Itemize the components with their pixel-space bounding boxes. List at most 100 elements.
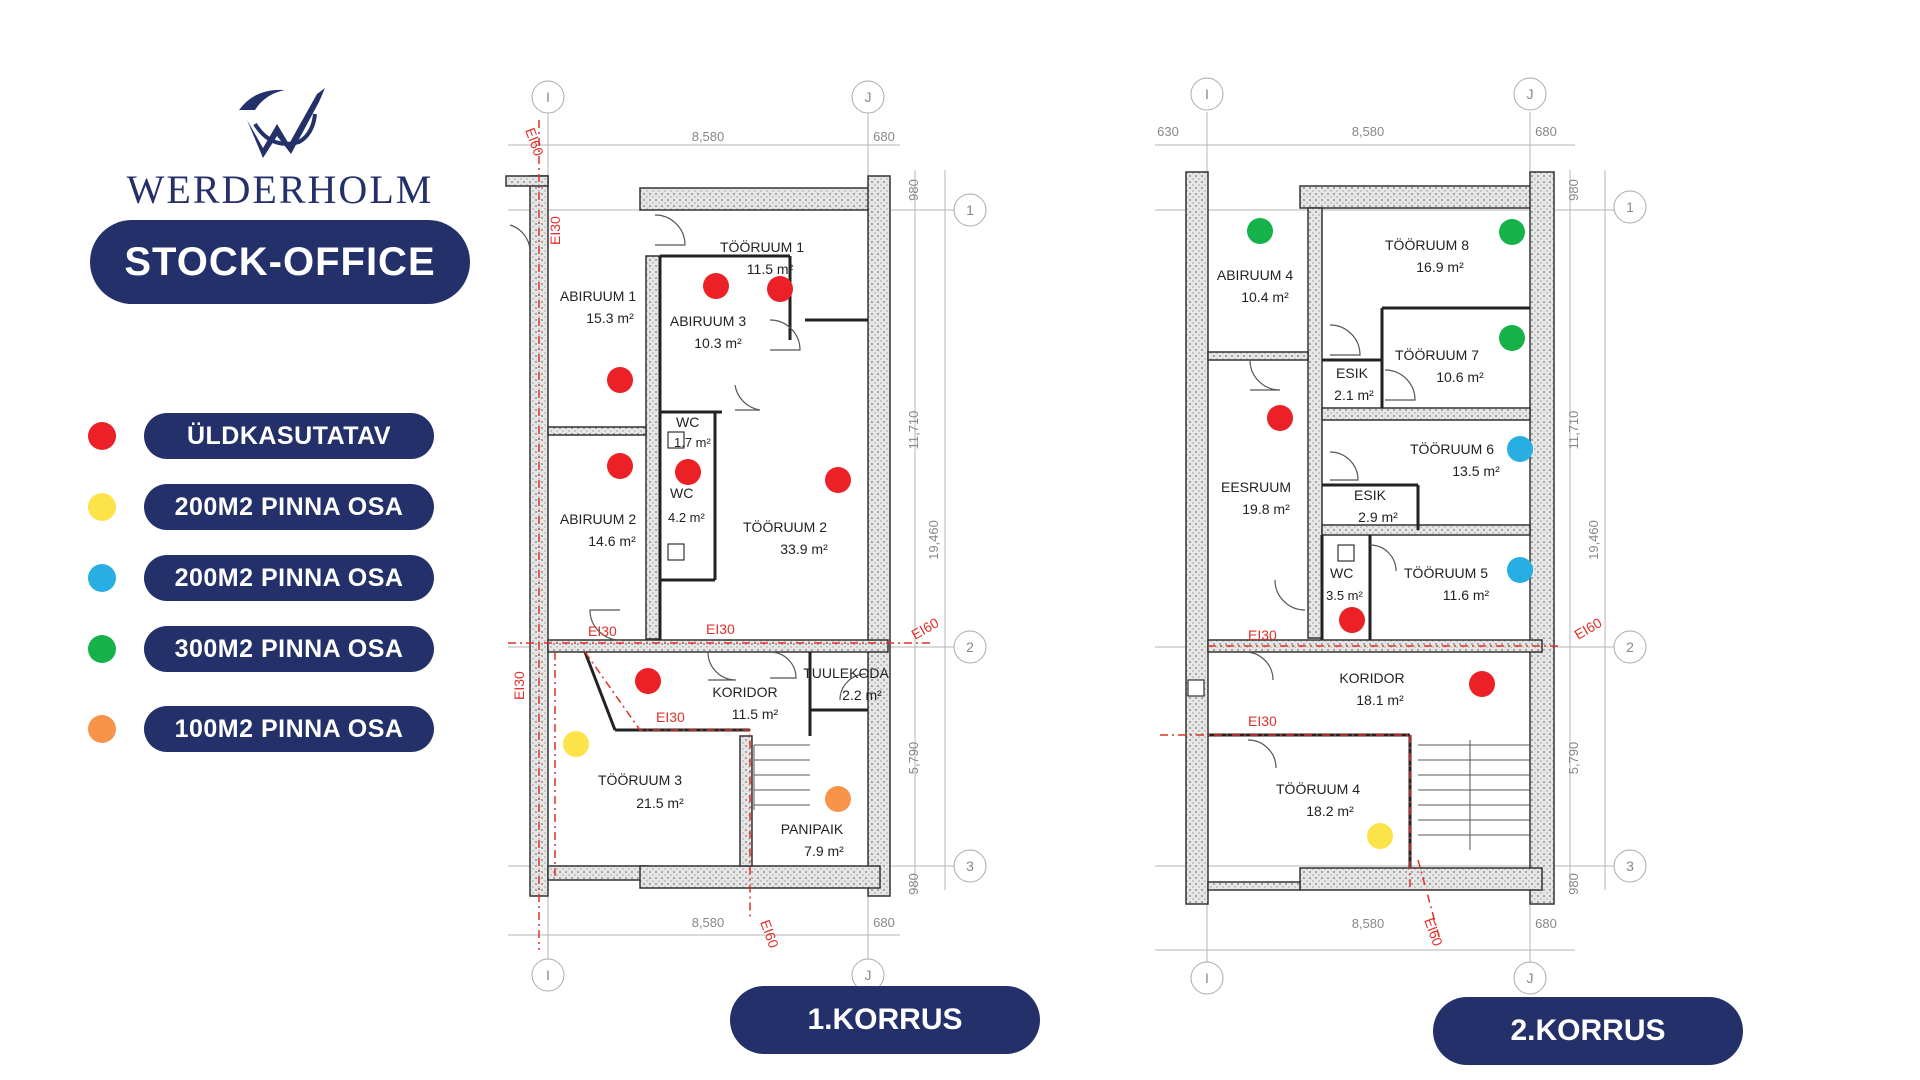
dimension: 630 — [1157, 124, 1179, 139]
room-area: 11.5 m² — [732, 706, 779, 722]
fire-label: EI30 — [706, 621, 735, 637]
dimension: 8,580 — [692, 129, 725, 144]
room: WC 4.2 m² — [668, 485, 706, 525]
zone-marker-red — [767, 276, 793, 302]
fire-label: EI30 — [588, 623, 617, 639]
room-name: ESIK — [1354, 487, 1387, 503]
zone-marker-red — [675, 459, 701, 485]
dimension: 680 — [873, 915, 895, 930]
dimension-labels: 8,580 680 8,580 680 980 11,710 19,460 5,… — [692, 129, 941, 930]
dimension: 680 — [873, 129, 895, 144]
wc-fixtures — [667, 431, 685, 561]
room-area: 2.9 m² — [1358, 509, 1398, 525]
room-area: 10.3 m² — [694, 335, 742, 351]
room-name: WC — [670, 485, 693, 501]
fire-label: EI60 — [757, 918, 782, 951]
page-title: STOCK-OFFICE — [90, 220, 470, 304]
fire-label: EI30 — [511, 671, 527, 700]
room: TUULEKODA 2.2 m² — [803, 665, 889, 703]
room: ABIRUUM 4 10.4 m² — [1217, 267, 1293, 305]
room-name: TÖÖRUUM 4 — [1276, 780, 1360, 797]
fire-lines — [1160, 645, 1560, 941]
room: ESIK 2.9 m² — [1354, 487, 1398, 525]
room: TÖÖRUUM 3 21.5 m² — [598, 771, 684, 811]
axis-markers: I J I J 1 2 3 — [1190, 77, 1647, 995]
room: PANIPAIK 7.9 m² — [781, 821, 844, 859]
legend-label: 100M2 PINNA OSA — [144, 706, 434, 752]
room-name: TÖÖRUUM 6 — [1410, 440, 1494, 457]
legend-label: 200M2 PINNA OSA — [144, 555, 434, 601]
dimension: 8,580 — [692, 915, 725, 930]
room-name: WC — [676, 414, 699, 430]
axis-label: 2 — [1626, 639, 1634, 655]
floor-2-plan: I J I J 1 2 3 630 8,580 680 8,580 680 98… — [1155, 77, 1647, 995]
room: ABIRUUM 1 15.3 m² — [560, 288, 636, 326]
fire-label: EI30 — [547, 216, 563, 245]
zone-marker-red — [1469, 671, 1495, 697]
room-area: 13.5 m² — [1452, 463, 1500, 479]
fire-label: EI60 — [1572, 614, 1605, 642]
room-name: KORIDOR — [712, 684, 777, 700]
room: TÖÖRUUM 6 13.5 m² — [1410, 440, 1500, 479]
axis-label: I — [546, 967, 550, 983]
zone-marker-red — [1267, 405, 1293, 431]
room-name: ABIRUUM 1 — [560, 288, 636, 304]
fire-label: EI30 — [1248, 713, 1277, 729]
zone-marker-green — [1247, 218, 1273, 244]
zone-marker-red — [607, 367, 633, 393]
floor-1-label: 1.KORRUS — [730, 986, 1040, 1054]
room-name: ABIRUUM 4 — [1217, 267, 1293, 283]
room-name: TÖÖRUUM 2 — [743, 518, 827, 535]
dimension: 5,790 — [1566, 742, 1581, 775]
zone-marker-red — [825, 467, 851, 493]
fire-labels: EI60 EI30 EI30 EI30 EI60 EI30 EI30 EI60 — [511, 126, 942, 951]
dimension: 19,460 — [926, 520, 941, 560]
walls — [505, 175, 891, 897]
legend-dot-blue — [88, 564, 116, 592]
legend-label: 300M2 PINNA OSA — [144, 626, 434, 672]
dimension: 19,460 — [1586, 520, 1601, 560]
room-name: TÖÖRUUM 7 — [1395, 346, 1479, 363]
zone-marker-red — [703, 273, 729, 299]
zone-marker-green — [1499, 219, 1525, 245]
axis-label: 3 — [1626, 858, 1634, 874]
legend-dot-green — [88, 635, 116, 663]
legend-item: 200M2 PINNA OSA — [88, 555, 438, 601]
room-area: 10.6 m² — [1436, 369, 1484, 385]
room-name: PANIPAIK — [781, 821, 844, 837]
room: WC 1.7 m² — [674, 414, 712, 450]
room-area: 2.2 m² — [842, 687, 882, 703]
room-name: TUULEKODA — [803, 665, 889, 681]
floor-2-label: 2.KORRUS — [1433, 997, 1743, 1065]
dimension-labels: 630 8,580 680 8,580 680 980 11,710 19,46… — [1157, 124, 1601, 931]
axis-label: 1 — [1626, 199, 1634, 215]
room-name: TÖÖRUUM 1 — [720, 238, 804, 255]
room-labels: TÖÖRUUM 1 11.5 m² ABIRUUM 1 15.3 m² ABIR… — [560, 238, 890, 859]
axis-label: J — [1527, 970, 1534, 986]
room: ESIK 2.1 m² — [1334, 365, 1374, 403]
legend-label: 200M2 PINNA OSA — [144, 484, 434, 530]
brand-block: WERDERHOLM — [100, 80, 460, 213]
zone-marker-green — [1499, 325, 1525, 351]
zone-marker-blue — [1507, 436, 1533, 462]
legend-dot-yellow — [88, 493, 116, 521]
room: EESRUUM 19.8 m² — [1221, 479, 1291, 517]
room-name: ABIRUUM 3 — [670, 313, 746, 329]
axis-label: I — [1205, 970, 1209, 986]
dimension: 8,580 — [1352, 916, 1385, 931]
legend-item: 300M2 PINNA OSA — [88, 626, 438, 672]
axis-label: 1 — [966, 202, 974, 218]
legend-item: 200M2 PINNA OSA — [88, 484, 438, 530]
room-area: 3.5 m² — [1326, 588, 1364, 603]
room: TÖÖRUUM 2 33.9 m² — [743, 518, 828, 557]
zone-marker-red — [607, 453, 633, 479]
zone-markers — [1247, 218, 1533, 849]
room-area: 14.6 m² — [588, 533, 636, 549]
floor-1-plan: I J I J 1 2 3 8,580 680 8,580 680 980 11… — [505, 80, 987, 992]
axis-label: 2 — [966, 639, 974, 655]
room: TÖÖRUUM 4 18.2 m² — [1276, 780, 1360, 819]
dimension: 980 — [906, 873, 921, 895]
room-area: 18.1 m² — [1356, 692, 1404, 708]
dimension: 980 — [1566, 179, 1581, 201]
room-area: 10.4 m² — [1241, 289, 1289, 305]
